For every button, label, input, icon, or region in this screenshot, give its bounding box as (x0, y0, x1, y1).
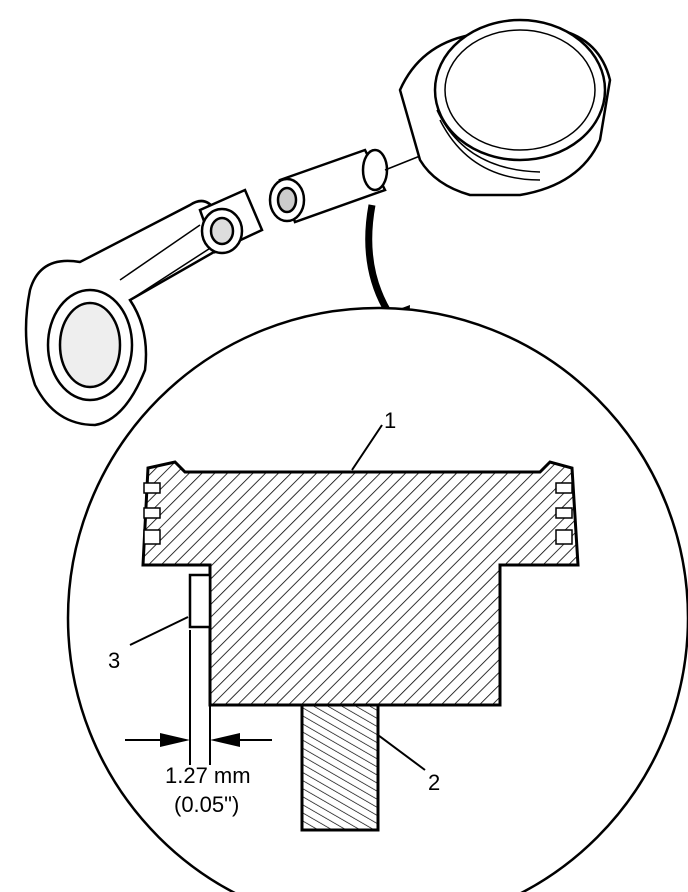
dimension-metric: 1.27 mm (165, 763, 251, 788)
pin-end (188, 573, 212, 629)
connecting-rod (24, 199, 237, 427)
dimension-arrow-right-icon (210, 733, 240, 747)
piston (398, 18, 612, 197)
callout-2: 2 (428, 770, 440, 795)
curved-arrow-icon (365, 204, 395, 320)
dimension-arrow-left-icon (160, 733, 190, 747)
callout-3: 3 (108, 648, 120, 673)
callout-1: 1 (384, 408, 396, 433)
piston-pin (268, 147, 441, 224)
piston-cross-section (141, 460, 580, 707)
dimension-imperial: (0.05") (174, 792, 239, 817)
pin-bushing (198, 188, 264, 255)
connecting-rod-section (300, 703, 380, 832)
